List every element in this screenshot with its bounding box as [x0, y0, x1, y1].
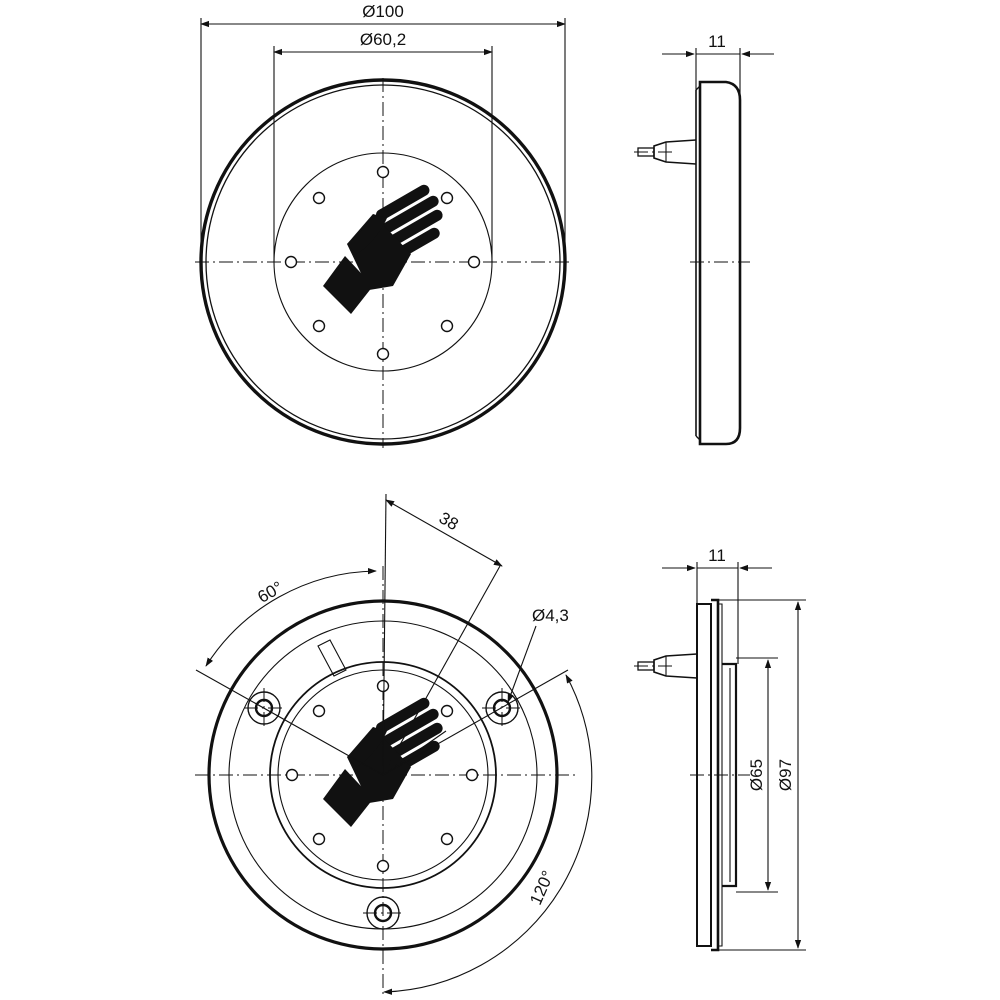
dimension-outer-diameter: Ø100	[200, 2, 566, 262]
dia-97-label: Ø97	[776, 759, 795, 791]
dimension-thickness-bottom: 11	[662, 546, 772, 664]
connector-pin-rear	[634, 653, 698, 679]
hand-icon	[323, 182, 445, 314]
bottom-side-view: 11 Ø65 Ø97	[634, 546, 806, 952]
dimension-thickness-top: 11	[662, 32, 774, 94]
angle-small-label: 60°	[254, 578, 286, 607]
dimension-bolt-offset: 38	[385, 499, 503, 567]
dimension-dia-97: Ø97	[718, 599, 806, 951]
dimension-dia-65: Ø65	[736, 657, 778, 893]
outer-diameter-label: Ø100	[362, 2, 404, 21]
thickness-bottom-label: 11	[708, 546, 726, 565]
dimension-inner-diameter: Ø60,2	[273, 30, 493, 262]
bottom-rear-view: 38 60° Ø4,3 120°	[195, 493, 593, 995]
connector-pin	[634, 139, 697, 165]
top-side-view: 11	[634, 32, 774, 446]
hole-diameter-label: Ø4,3	[532, 606, 569, 625]
thickness-top-label: 11	[708, 32, 726, 51]
dimension-hole-diameter: Ø4,3	[507, 606, 569, 703]
dia-65-label: Ø65	[747, 759, 766, 791]
top-front-view: Ø100 Ø60,2	[195, 2, 570, 448]
housing-profile	[698, 80, 742, 446]
angle-large-label: 120°	[526, 868, 558, 908]
inner-diameter-label: Ø60,2	[360, 30, 406, 49]
led-holes	[284, 165, 481, 361]
